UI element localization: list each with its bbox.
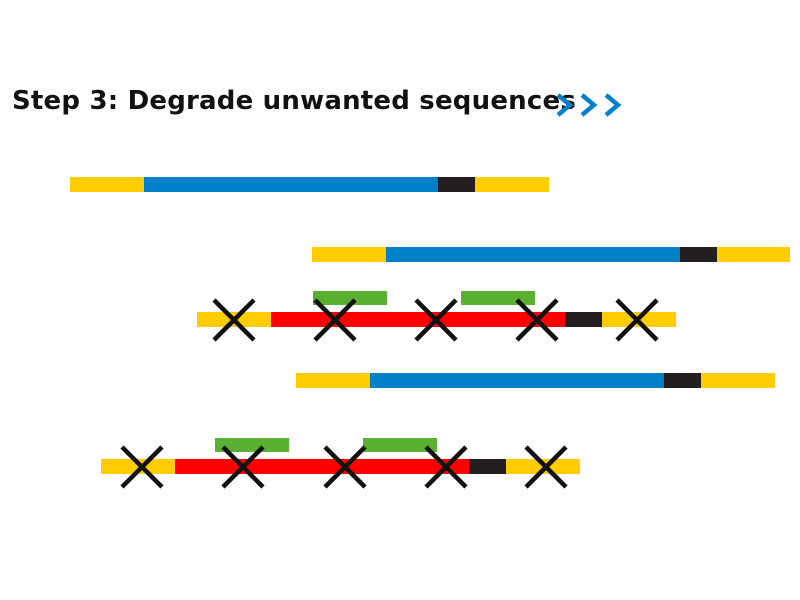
target-segment xyxy=(144,177,438,192)
x-mark-icon xyxy=(524,445,568,489)
probe-segment xyxy=(363,438,437,452)
fragment-target-2 xyxy=(312,247,790,262)
chevron-right-icon-group xyxy=(556,93,622,117)
x-mark-icon xyxy=(120,445,164,489)
x-mark-icon xyxy=(212,298,256,342)
chevron-right-icon xyxy=(556,93,574,117)
unwanted-segment xyxy=(175,459,469,474)
adapter-segment xyxy=(312,247,386,262)
index-segment xyxy=(565,312,602,327)
adapter-segment xyxy=(717,247,790,262)
target-segment xyxy=(386,247,680,262)
adapter-segment xyxy=(475,177,549,192)
index-segment xyxy=(664,373,701,388)
x-mark-icon xyxy=(515,298,559,342)
x-mark-icon xyxy=(323,445,367,489)
chevron-right-icon xyxy=(580,93,598,117)
adapter-segment xyxy=(701,373,775,388)
probe-segment xyxy=(461,291,535,305)
step-title: Step 3: Degrade unwanted sequences xyxy=(12,86,576,116)
x-mark-icon xyxy=(313,298,357,342)
chevron-right-icon xyxy=(604,93,622,117)
unwanted-segment xyxy=(271,312,565,327)
adapter-segment xyxy=(101,459,175,474)
adapter-segment xyxy=(70,177,144,192)
probe-segment xyxy=(215,438,289,452)
target-segment xyxy=(370,373,664,388)
probe-segment xyxy=(313,291,387,305)
adapter-segment xyxy=(296,373,370,388)
x-mark-icon xyxy=(424,445,468,489)
fragment-target-1 xyxy=(70,177,549,192)
fragment-target-3 xyxy=(296,373,775,388)
fragment-unwanted-1 xyxy=(197,291,676,342)
index-segment xyxy=(469,459,506,474)
x-mark-icon xyxy=(615,298,659,342)
fragment-unwanted-2 xyxy=(101,438,580,489)
x-mark-icon xyxy=(221,445,265,489)
index-segment xyxy=(680,247,717,262)
index-segment xyxy=(438,177,475,192)
x-mark-icon xyxy=(414,298,458,342)
